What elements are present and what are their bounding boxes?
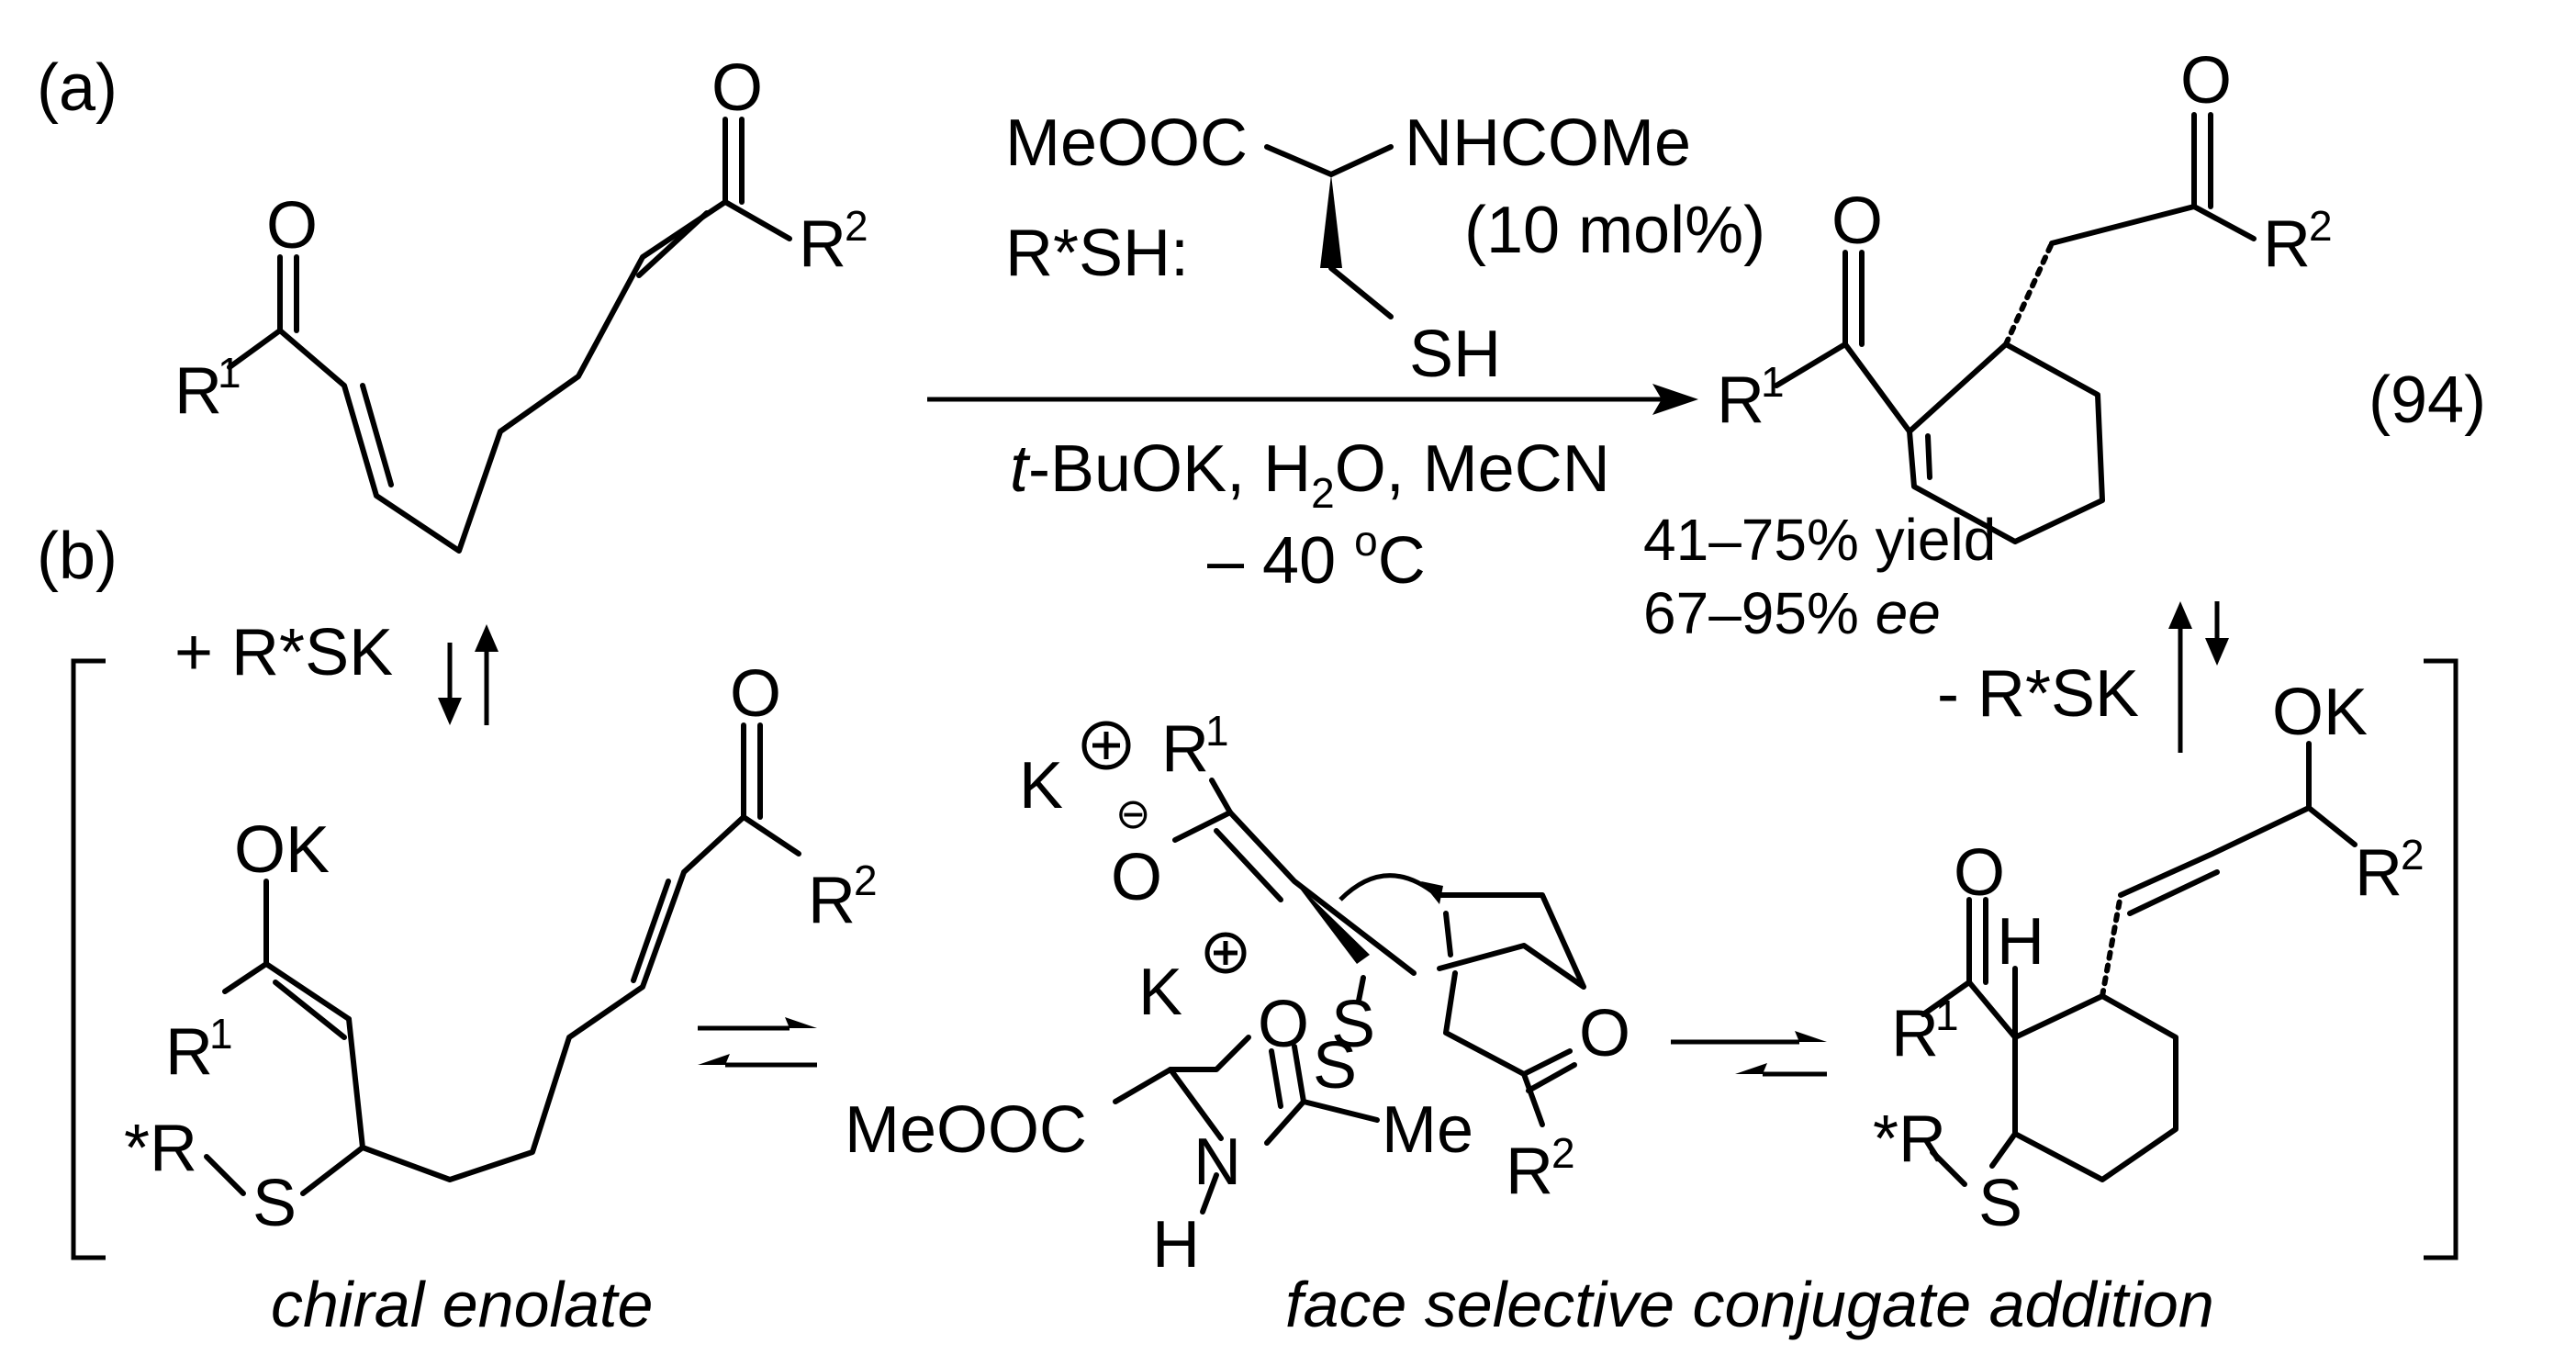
panel-label-a: (a) xyxy=(37,51,118,125)
atom-O: O xyxy=(2180,44,2232,118)
chiral-enolate: OK R 1 *R S O R 2 xyxy=(124,657,878,1240)
catalyst-thiol: SH xyxy=(1409,318,1501,391)
atom-O: O xyxy=(1579,997,1630,1070)
catalyst-amide: NHCOMe xyxy=(1405,106,1691,180)
atom-H: H xyxy=(1997,905,2044,979)
conditions-reagents: t-BuOK, H2O, MeCN xyxy=(1010,432,1610,517)
ee-value: 67–95% xyxy=(1643,580,1876,646)
atom-OK: OK xyxy=(2272,676,2368,749)
reaction-arrow xyxy=(927,384,1698,415)
temp-end: C xyxy=(1378,524,1426,598)
atom-R-index: 1 xyxy=(209,1010,233,1058)
atom-R-index: 2 xyxy=(1551,1129,1575,1177)
atom-R: R xyxy=(2355,836,2402,910)
result-ee: 67–95% ee xyxy=(1643,580,1941,646)
atom-R: R xyxy=(1717,364,1764,437)
atom-Me: Me xyxy=(1382,1093,1473,1167)
atom-MeOOC: MeOOC xyxy=(845,1093,1087,1167)
transition-state: K R 1 ⊖ O K O S S O MeOOC Me N H R 2 xyxy=(845,707,1630,1282)
equilibrium-arrow-cyclization xyxy=(1671,1031,1827,1077)
result-yield: 41–75% yield xyxy=(1643,507,1996,573)
positive-charge-icon xyxy=(1092,732,1120,759)
atom-R: R xyxy=(808,864,856,937)
panel-label-b: (b) xyxy=(37,520,118,593)
atom-O: O xyxy=(711,51,763,125)
atom-R-index: 1 xyxy=(1935,991,1959,1039)
atom-O: O xyxy=(730,657,781,731)
atom-R: R xyxy=(174,354,222,428)
atom-R: R xyxy=(799,207,846,281)
atom-K: K xyxy=(1019,749,1063,823)
atom-R: R xyxy=(2263,207,2311,281)
bracket-right xyxy=(2424,658,2458,1260)
equilibrium-arrow-left xyxy=(438,624,498,725)
wedge-bond xyxy=(1320,174,1342,268)
atom-S: S xyxy=(1313,1029,1357,1103)
atom-R: R xyxy=(1891,997,1939,1070)
conditions-t: t xyxy=(1010,432,1031,506)
conditions-mid: -BuOK, H xyxy=(1028,432,1311,506)
atom-S: S xyxy=(252,1167,297,1240)
atom-R-index: 1 xyxy=(1761,358,1785,406)
atom-S: S xyxy=(1331,988,1375,1061)
atom-R-index: 2 xyxy=(2401,831,2425,879)
conditions-temperature: – 40 oC xyxy=(1207,517,1426,598)
temp-main: – 40 xyxy=(1207,524,1354,598)
atom-H: H xyxy=(1152,1208,1200,1282)
conditions-sub: 2 xyxy=(1311,469,1335,517)
atom-R: R xyxy=(165,1015,213,1089)
catalyst-label: R*SH: xyxy=(1005,217,1189,290)
atom-starR: *R xyxy=(1873,1103,1946,1176)
caption-conjugate-addition: face selective conjugate addition xyxy=(1285,1269,2214,1340)
cyclized-enolate: OK O H R 1 R 2 *R S xyxy=(1873,676,2425,1240)
caption-chiral-enolate: chiral enolate xyxy=(271,1269,653,1340)
atom-S: S xyxy=(1978,1167,2022,1240)
remove-reagent: - R*SK xyxy=(1937,657,2139,731)
atom-O: O xyxy=(266,189,318,263)
atom-OK: OK xyxy=(234,813,330,887)
atom-starR: *R xyxy=(124,1112,197,1185)
positive-charge-icon xyxy=(1081,721,1131,770)
positive-charge-icon xyxy=(1214,941,1238,965)
atom-R: R xyxy=(1161,712,1209,786)
atom-N: N xyxy=(1193,1125,1241,1199)
atom-O: O xyxy=(1831,185,1883,258)
atom-O: O xyxy=(1954,836,2005,910)
add-reagent: + R*SK xyxy=(174,616,393,689)
atom-R-index: 2 xyxy=(854,857,878,904)
atom-O: O xyxy=(1258,988,1309,1061)
catalyst: MeOOC NHCOMe (10 mol%) R*SH: SH xyxy=(1005,106,1765,391)
catalyst-ester: MeOOC xyxy=(1005,106,1248,180)
product: O R 1 O R 2 xyxy=(1717,44,2333,544)
atom-R: R xyxy=(1506,1135,1553,1208)
conditions-end: O, MeCN xyxy=(1335,432,1610,506)
starting-material: O R 1 O R 2 xyxy=(174,51,868,554)
bracket-left xyxy=(71,658,106,1260)
catalyst-loading: (10 mol%) xyxy=(1464,194,1765,267)
positive-charge-icon xyxy=(1204,932,1247,974)
negative-charge-icon: ⊖ xyxy=(1115,789,1151,837)
equation-number: (94) xyxy=(2369,364,2486,437)
temp-sup: o xyxy=(1354,517,1378,565)
atom-R-index: 1 xyxy=(218,349,241,397)
atom-O: O xyxy=(1111,841,1162,914)
atom-K: K xyxy=(1138,956,1182,1029)
atom-R-index: 2 xyxy=(845,202,868,250)
atom-R-index: 2 xyxy=(2309,202,2333,250)
equilibrium-arrow-right xyxy=(2168,601,2229,753)
atom-R-index: 1 xyxy=(1205,707,1229,755)
ee-unit: ee xyxy=(1876,580,1941,646)
equilibrium-arrow-middle xyxy=(698,1017,817,1068)
